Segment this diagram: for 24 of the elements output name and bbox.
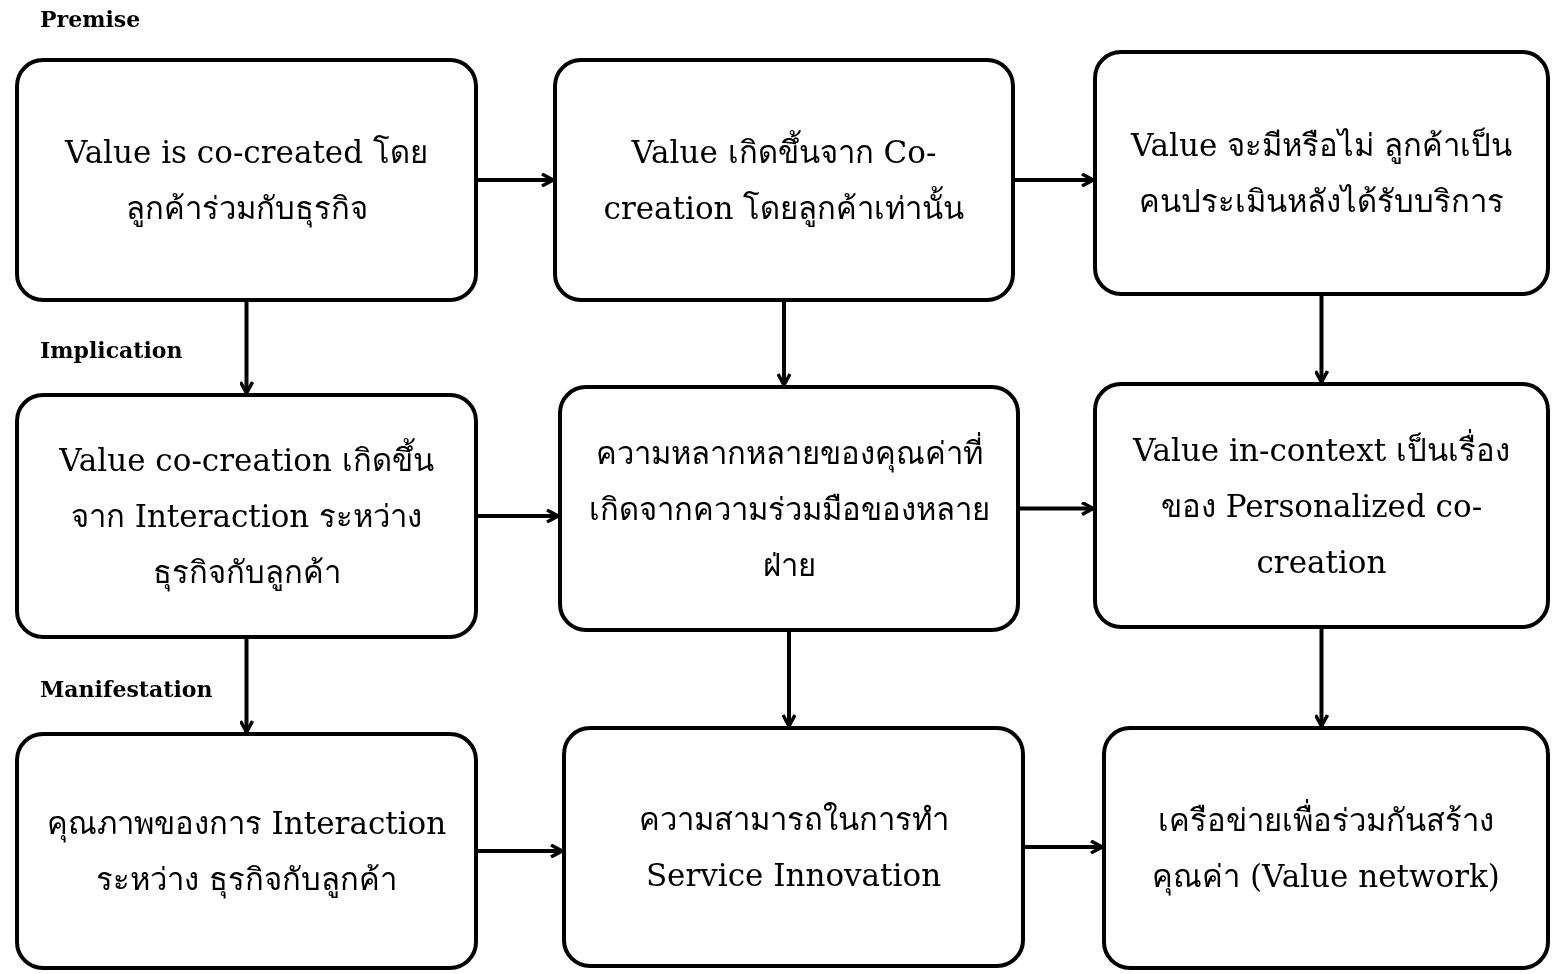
arrow [478,843,564,859]
process-box: ความหลากหลายของคุณค่าที่เกิดจากความร่วมมือของหลายฝ่าย [558,385,1020,632]
row-label: Premise [40,6,141,32]
process-box: ความสามารถในการทำ Service Innovation [562,726,1025,968]
process-box: เครือข่ายเพื่อร่วมกันสร้างคุณค่า (Value network) [1102,726,1550,970]
arrow [238,639,255,734]
row-label: Implication [40,337,183,363]
row-label: Manifestation [40,676,213,702]
arrow [781,632,797,728]
process-box: Value จะมีหรือไม่ ลูกค้าเป็นคนประเมินหลังได้รับบริการ [1093,50,1550,296]
arrow [478,172,555,188]
process-box: Value เกิดขึ้นจาก Co-creation โดยลูกค้าเท่านั้น [553,58,1015,302]
arrow [1020,500,1095,517]
arrow [1313,296,1330,384]
process-box: Value co-creation เกิดขึ้นจาก Interaction ระหว่างธุรกิจกับลูกค้า [15,393,478,639]
arrow [238,302,255,395]
process-box: Value is co-created โดยลูกค้าร่วมกับธุรกิจ [15,58,478,302]
process-box: Value in-context เป็นเรื่องของ Personalized co-creation [1093,382,1550,629]
arrow [1025,839,1104,855]
process-box: คุณภาพของการ Interaction ระหว่าง ธุรกิจกับลูกค้า [15,732,478,970]
arrow [776,302,792,387]
arrow [1313,629,1330,728]
arrow [478,508,560,524]
arrow [1015,172,1095,188]
